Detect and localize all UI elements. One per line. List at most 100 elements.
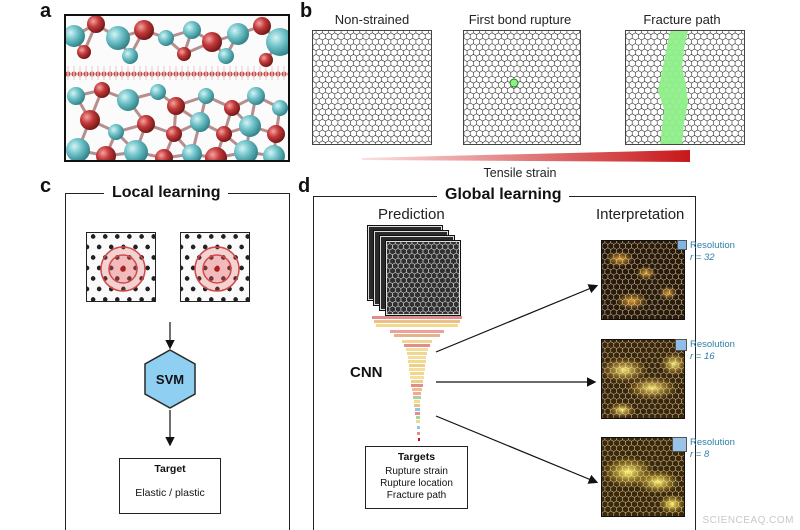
global-learning-title: Global learning xyxy=(437,186,570,204)
atom xyxy=(287,72,288,76)
resolution-swatch-r8 xyxy=(672,437,687,452)
global-targets-title: Targets xyxy=(397,451,436,463)
atom-cyan xyxy=(106,26,130,50)
lattice-non-strained xyxy=(312,30,432,145)
atom-red xyxy=(216,126,232,142)
lattice-svg xyxy=(464,31,580,144)
atom-red xyxy=(224,100,240,116)
atom-dot xyxy=(197,234,202,239)
atom-dot xyxy=(233,234,238,239)
fracture-region xyxy=(658,31,688,144)
heatmap-r16 xyxy=(601,339,685,419)
atom-dot xyxy=(145,244,150,250)
atom-cyan xyxy=(158,30,174,46)
atom-cyan xyxy=(247,87,265,105)
atom-dot xyxy=(96,265,102,271)
atom-cyan xyxy=(150,84,166,100)
atom-dot xyxy=(145,265,150,271)
atom-red xyxy=(134,20,154,40)
lattice-hexagons xyxy=(387,242,459,314)
atom-red xyxy=(205,147,227,160)
atom-dot xyxy=(90,234,96,239)
atom-dot xyxy=(87,286,90,292)
atom-dot xyxy=(96,244,102,250)
atom-dot xyxy=(245,255,249,260)
atom-red xyxy=(166,126,182,142)
atom-dot xyxy=(151,297,155,301)
atom-dot xyxy=(127,234,132,239)
atom-red xyxy=(137,115,155,133)
target-item: Rupture strain xyxy=(385,466,448,477)
atom-cyan xyxy=(227,23,249,45)
atom-dot xyxy=(145,286,150,292)
watermark: SCIENCEAQ.COM xyxy=(702,515,794,526)
atom-red xyxy=(155,149,173,160)
resolution-label-r8: Resolution r = 8 xyxy=(690,437,735,460)
atom-dot xyxy=(221,276,226,281)
atom-red xyxy=(202,32,222,52)
atom-dot xyxy=(151,255,155,260)
atom-cyan xyxy=(272,100,288,116)
atom-scene xyxy=(66,16,288,160)
local-target-value: Elastic / plastic xyxy=(135,487,205,499)
heatmap-svg xyxy=(602,438,684,516)
atom-dot xyxy=(239,265,244,271)
atom-cyan xyxy=(198,88,214,104)
atomistic-render xyxy=(64,14,290,162)
atom-dot xyxy=(181,244,184,250)
atom-dot xyxy=(245,276,249,281)
heatmap-svg xyxy=(602,340,684,418)
atom-cyan xyxy=(66,138,90,160)
atom-red xyxy=(177,47,191,61)
atom-red xyxy=(267,125,285,143)
atom-dot xyxy=(215,286,220,292)
atom-cyan xyxy=(239,115,261,137)
atom-dot xyxy=(245,234,249,239)
atom-red xyxy=(94,82,110,98)
title-non-strained: Non-strained xyxy=(334,12,410,27)
atom-dot xyxy=(233,297,238,301)
atom-dot xyxy=(227,244,232,250)
target-item: Rupture location xyxy=(380,478,453,489)
title-fracture-path: Fracture path xyxy=(643,12,721,27)
atom-red xyxy=(80,110,100,130)
atom-dot xyxy=(127,297,132,301)
atom-dot xyxy=(103,297,108,301)
lattice-hexagons xyxy=(464,31,580,144)
panel-letter-d: d xyxy=(298,175,311,197)
atom-dot xyxy=(190,286,196,292)
atom-dot xyxy=(221,297,226,301)
atom-dot xyxy=(209,276,214,281)
atom-red xyxy=(167,97,185,115)
atom-cyan xyxy=(108,124,124,140)
panel-letter-c: c xyxy=(40,175,52,197)
target-item: Fracture path xyxy=(386,490,447,501)
atom-dot xyxy=(184,255,190,260)
lattice-first-rupture xyxy=(463,30,581,145)
atom-dot xyxy=(190,244,196,250)
cnn-label: CNN xyxy=(350,364,383,381)
resolution-label-r16: Resolution r = 16 xyxy=(690,339,735,362)
atom-cyan xyxy=(66,25,85,47)
atom-red xyxy=(253,17,271,35)
atom-dot xyxy=(151,276,155,281)
lattice-hexagons xyxy=(313,31,431,144)
atom-cyan xyxy=(183,21,201,39)
local-env-right xyxy=(180,232,250,302)
resolution-swatch-r32 xyxy=(677,240,687,250)
atom-red xyxy=(259,53,273,67)
atom-dot xyxy=(203,265,208,271)
atom-cyan xyxy=(67,87,85,105)
atom-dot xyxy=(115,297,120,301)
panel-letter-a: a xyxy=(40,0,52,22)
resolution-label-r32: Resolution r = 32 xyxy=(690,240,735,263)
atom-cyan xyxy=(117,89,139,111)
atom-dot xyxy=(181,286,184,292)
atom-dot xyxy=(90,255,96,260)
atom-dot xyxy=(90,276,96,281)
atom-dot xyxy=(239,286,244,292)
atom-dot xyxy=(245,297,249,301)
atom-dot xyxy=(184,276,190,281)
local-target-box: Target Elastic / plastic xyxy=(119,458,221,514)
atom-dot xyxy=(115,234,120,239)
